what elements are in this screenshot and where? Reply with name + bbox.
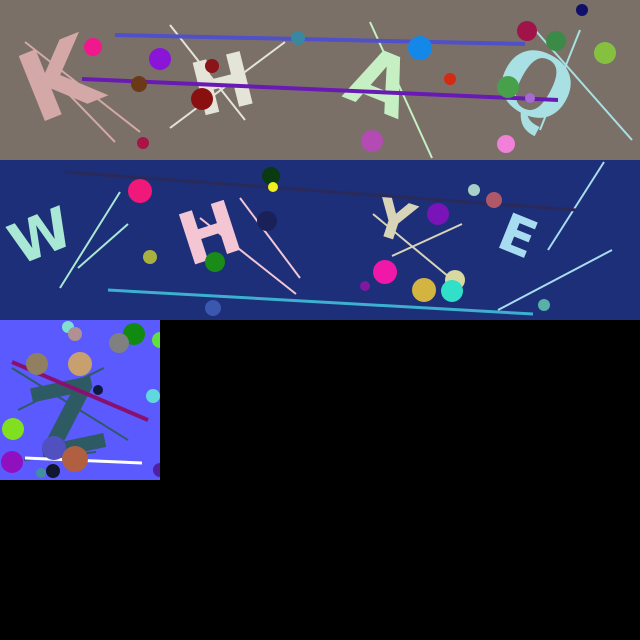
dots: [84, 4, 616, 153]
middle-panel-canvas: W H Y E: [0, 160, 640, 320]
top-panel: K H A Q: [0, 0, 640, 160]
middle-panel: W H Y E: [0, 160, 640, 320]
top-panel-canvas: K H A Q: [0, 0, 640, 160]
bottom-left-panel: Z: [0, 320, 160, 480]
dots: [128, 167, 550, 316]
panel-background: [0, 160, 640, 320]
thin-lines: [59, 161, 613, 311]
dots: [1, 321, 160, 478]
thick-lines: [81, 33, 559, 102]
bottom-left-panel-canvas: Z: [0, 320, 160, 480]
